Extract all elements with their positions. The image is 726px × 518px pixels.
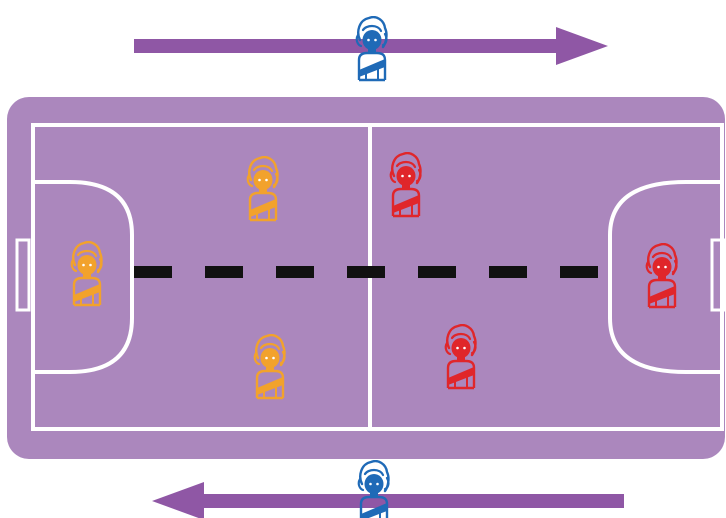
arrow-left-shaft [198,494,624,508]
arrow-right [134,27,608,65]
arrow-right-head [556,27,608,65]
right-goal [710,238,726,312]
right-penalty-area [608,180,722,374]
left-penalty-area [33,180,134,374]
arrow-right-shaft [134,39,560,53]
court-boundary [31,123,724,431]
arrow-left [152,482,624,518]
neutral-player-bottom [357,460,390,518]
player-icon [357,460,390,518]
futsal-court [7,97,726,459]
left-goal [15,238,31,312]
arrow-left-head [152,482,204,518]
